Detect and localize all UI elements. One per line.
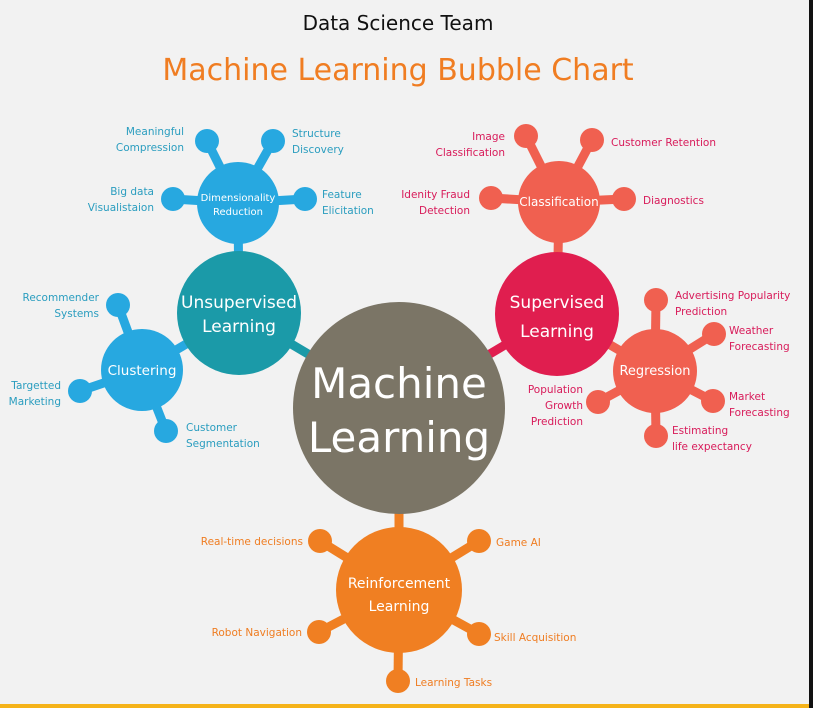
label: Big data: [110, 186, 154, 198]
label: Estimating: [672, 425, 728, 437]
supervised-line-1: Supervised: [510, 293, 605, 313]
node-recommender-systems[interactable]: [106, 293, 130, 317]
node-structure-discovery[interactable]: [261, 129, 285, 153]
hub-supervised[interactable]: [495, 252, 619, 376]
dimensionality-line-1: Dimensionality: [201, 193, 276, 204]
label: Growth: [545, 400, 583, 412]
unsupervised-labels: Meaningful Compression Structure Discove…: [9, 126, 374, 450]
label: Targetted: [10, 380, 61, 392]
team-label: Data Science Team: [303, 11, 494, 35]
label: Elicitation: [322, 205, 374, 217]
label: Visualistaion: [88, 202, 154, 214]
hub-classification[interactable]: [518, 161, 600, 243]
node-customer-segmentation[interactable]: [154, 419, 178, 443]
label: life expectancy: [672, 441, 752, 453]
label: Advertising Popularity: [675, 290, 790, 302]
label: Diagnostics: [643, 195, 704, 207]
dimensionality-line-2: Reduction: [213, 207, 263, 218]
label: Systems: [54, 308, 99, 320]
label: Prediction: [675, 306, 727, 318]
center-line-2: Learning: [308, 413, 490, 462]
label: Discovery: [292, 144, 344, 156]
label: Classification: [436, 147, 505, 159]
label: Meaningful: [126, 126, 184, 138]
unsupervised-line-1: Unsupervised: [181, 293, 297, 313]
node-population-growth[interactable]: [586, 390, 610, 414]
node-real-time-decisions[interactable]: [308, 529, 332, 553]
label: Population: [528, 384, 583, 396]
label: Image: [472, 131, 505, 143]
label: Prediction: [531, 416, 583, 428]
hub-regression[interactable]: [613, 329, 697, 413]
hub-unsupervised[interactable]: [177, 251, 301, 375]
reinforcement-satellites: [307, 529, 491, 693]
supervised-labels: Image Classification Customer Retention …: [401, 131, 790, 453]
supervised-satellites: [479, 124, 726, 448]
label: Forecasting: [729, 407, 790, 419]
hub-dimensionality[interactable]: [197, 162, 279, 244]
label: Idenity Fraud: [401, 189, 470, 201]
classification-label: Classification: [519, 195, 598, 209]
right-border: [809, 0, 813, 708]
node-feature-elicitation[interactable]: [293, 187, 317, 211]
label: Real-time decisions: [201, 536, 303, 548]
node-market-forecasting[interactable]: [701, 389, 725, 413]
label: Weather: [729, 325, 774, 337]
label: Recommender: [23, 292, 100, 304]
label: Forecasting: [729, 341, 790, 353]
node-skill-acquisition[interactable]: [467, 622, 491, 646]
chart-title: Machine Learning Bubble Chart: [162, 53, 634, 88]
unsupervised-satellites: [68, 129, 317, 443]
reinforcement-line-1: Reinforcement: [348, 576, 451, 592]
center-line-1: Machine: [311, 359, 487, 408]
node-advertising-popularity[interactable]: [644, 288, 668, 312]
reinforcement-labels: Real-time decisions Game AI Robot Naviga…: [201, 536, 577, 689]
hub-reinforcement[interactable]: [336, 527, 462, 653]
label: Structure: [292, 128, 341, 140]
hub-machine-learning[interactable]: [293, 302, 505, 514]
node-big-data-visualisation[interactable]: [161, 187, 185, 211]
label: Robot Navigation: [212, 627, 302, 639]
label: Learning Tasks: [415, 677, 492, 689]
reinforcement-line-2: Learning: [369, 599, 430, 615]
node-game-ai[interactable]: [467, 529, 491, 553]
label: Customer Retention: [611, 137, 716, 149]
label: Market: [729, 391, 765, 403]
node-diagnostics[interactable]: [612, 187, 636, 211]
label: Segmentation: [186, 438, 260, 450]
label: Compression: [116, 142, 184, 154]
label: Feature: [322, 189, 362, 201]
regression-label: Regression: [619, 364, 690, 379]
node-life-expectancy[interactable]: [644, 424, 668, 448]
unsupervised-line-2: Learning: [202, 317, 276, 337]
label: Skill Acquisition: [494, 632, 576, 644]
node-robot-navigation[interactable]: [307, 620, 331, 644]
node-learning-tasks[interactable]: [386, 669, 410, 693]
node-identity-fraud[interactable]: [479, 186, 503, 210]
label: Game AI: [496, 537, 541, 549]
label: Customer: [186, 422, 238, 434]
node-customer-retention[interactable]: [580, 128, 604, 152]
bottom-border: [0, 704, 809, 708]
node-weather-forecasting[interactable]: [702, 322, 726, 346]
supervised-line-2: Learning: [520, 322, 594, 342]
hub-clustering[interactable]: [101, 329, 183, 411]
label: Detection: [419, 205, 470, 217]
node-targetted-marketing[interactable]: [68, 379, 92, 403]
node-meaningful-compression[interactable]: [195, 129, 219, 153]
node-image-classification[interactable]: [514, 124, 538, 148]
clustering-label: Clustering: [108, 363, 177, 379]
label: Marketing: [9, 396, 61, 408]
